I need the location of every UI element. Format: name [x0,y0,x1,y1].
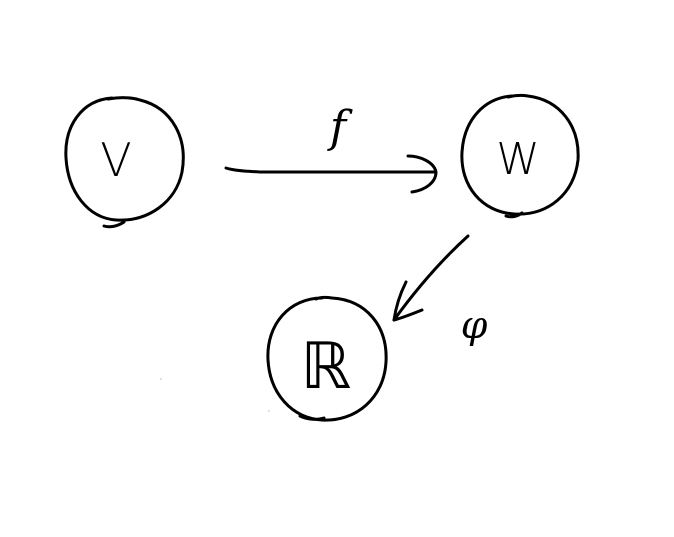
node-v: V [64,96,185,229]
node-w-label: W [496,134,540,185]
node-r-circle [266,295,388,422]
edge-w-to-r-arrowhead [392,280,424,322]
node-w: W [460,93,580,219]
node-r-label: ℝ [301,330,352,404]
edge-w-to-r-line [392,234,470,322]
edge-w-to-r-label: φ [461,303,488,347]
ink-specks [160,378,270,412]
node-v-label: V [100,133,131,187]
edge-v-to-w-line [224,166,436,174]
node-v-circle [64,96,185,229]
node-w-circle [460,93,580,219]
edge-v-to-w-arrowhead [406,154,438,194]
edge-w-to-r: φ [392,234,488,347]
ink-speck [160,378,162,380]
node-r: ℝ [266,295,388,422]
edge-v-to-w: f [224,102,438,194]
edge-v-to-w-label: f [327,102,353,153]
ink-speck [268,410,270,412]
